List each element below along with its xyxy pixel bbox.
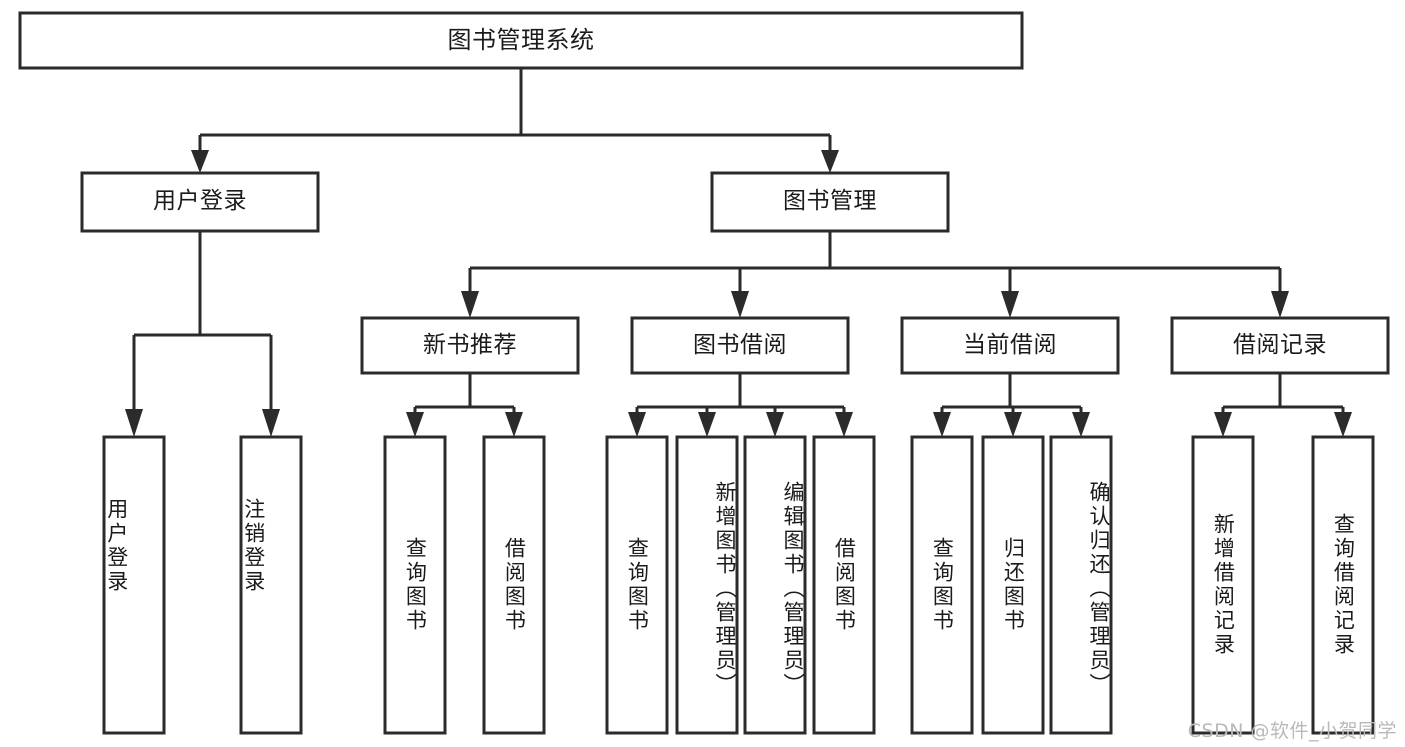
arrow-book-borrow-to-leaf-3 — [766, 412, 784, 437]
arrow-new-book-rec-to-leaf-1 — [406, 412, 424, 437]
arrow-current-borrow-to-leaf-3 — [1072, 412, 1090, 437]
node-box-leaf-query-book-1[interactable] — [383, 435, 447, 735]
node-box-book-borrow[interactable] — [630, 316, 850, 375]
arrow-user-login-to-leaf-2 — [262, 409, 280, 437]
arrow-book-manage-to-new-book-rec — [461, 291, 479, 318]
node-box-borrow-record[interactable] — [1170, 316, 1390, 375]
arrow-current-borrow-to-leaf-2 — [1004, 412, 1022, 437]
csdn-watermark: CSDN @软件_小贺同学 — [1187, 720, 1397, 742]
arrow-current-borrow-to-leaf-1 — [933, 412, 951, 437]
arrow-book-borrow-to-leaf-2 — [698, 412, 716, 437]
node-box-leaf-add-book[interactable] — [675, 435, 739, 735]
arrow-new-book-rec-to-leaf-2 — [505, 412, 523, 437]
node-box-leaf-logout[interactable] — [239, 435, 303, 735]
node-box-current-borrow[interactable] — [900, 316, 1120, 375]
node-box-leaf-user-login[interactable] — [102, 435, 166, 735]
arrow-book-borrow-to-leaf-4 — [835, 412, 853, 437]
node-box-leaf-query-record[interactable] — [1311, 435, 1375, 735]
node-box-leaf-borrow-book-2[interactable] — [812, 435, 876, 735]
arrow-user-login-to-leaf-1 — [125, 409, 143, 437]
node-box-book-manage[interactable] — [710, 171, 950, 233]
node-box-leaf-edit-book[interactable] — [743, 435, 807, 735]
arrow-borrow-record-to-leaf-1 — [1214, 412, 1232, 437]
arrow-root-to-user-login — [191, 150, 209, 173]
arrow-book-manage-to-borrow-record — [1271, 291, 1289, 318]
arrow-book-manage-to-book-borrow — [731, 291, 749, 318]
node-box-leaf-confirm-return[interactable] — [1049, 435, 1113, 735]
arrow-root-to-book-manage — [821, 150, 839, 173]
arrow-book-manage-to-current-borrow — [1001, 291, 1019, 318]
node-box-leaf-query-book-2[interactable] — [605, 435, 669, 735]
node-box-leaf-borrow-book-1[interactable] — [482, 435, 546, 735]
node-box-leaf-return-book[interactable] — [981, 435, 1045, 735]
arrow-borrow-record-to-leaf-2 — [1334, 412, 1352, 437]
node-box-root[interactable] — [18, 11, 1024, 70]
node-box-new-book-rec[interactable] — [360, 316, 580, 375]
node-box-user-login[interactable] — [80, 171, 320, 233]
node-box-leaf-query-book-3[interactable] — [910, 435, 974, 735]
arrow-book-borrow-to-leaf-1 — [628, 412, 646, 437]
node-box-leaf-add-record[interactable] — [1191, 435, 1255, 735]
